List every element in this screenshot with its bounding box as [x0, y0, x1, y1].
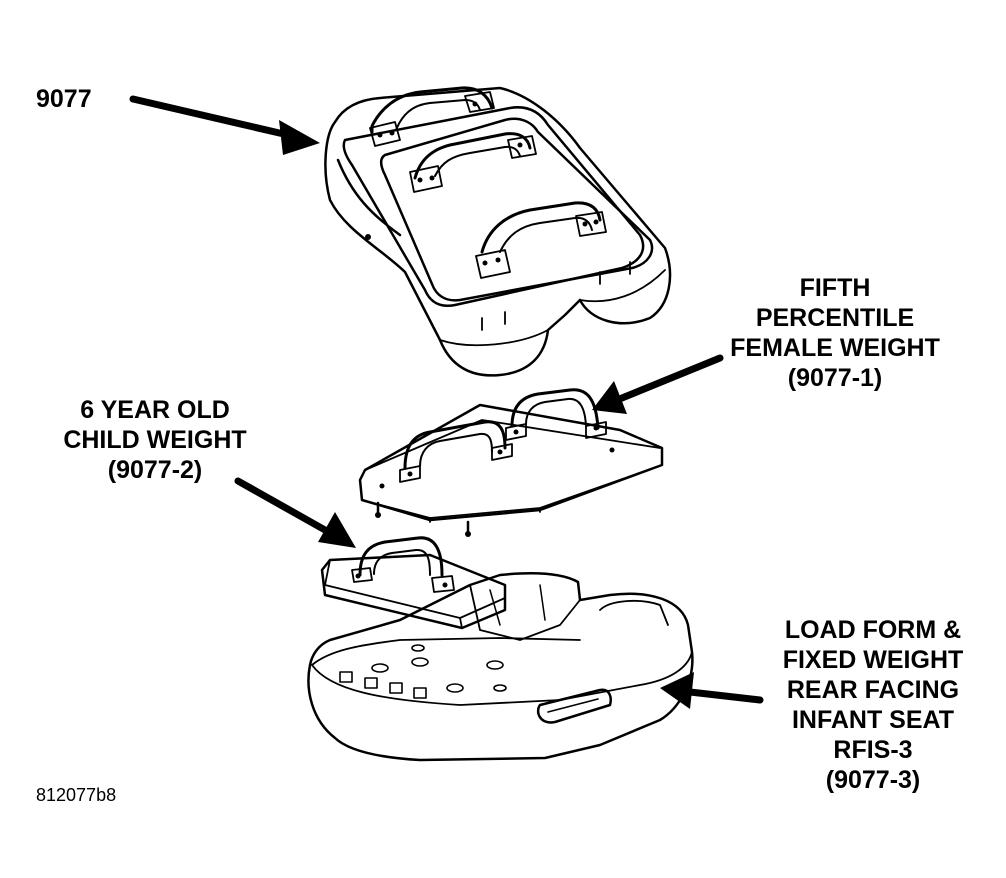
arrow-six-year-old	[234, 477, 356, 548]
fifth-percentile-weight-plate	[358, 388, 664, 537]
label-six-year-old: 6 YEAR OLD CHILD WEIGHT (9077-2)	[45, 395, 265, 485]
label-line: (9077-1)	[787, 364, 883, 392]
figure-id: 812077b8	[36, 785, 117, 805]
load-form-base	[307, 572, 694, 762]
label-assembly: 9077	[36, 84, 92, 114]
assembled-weight-stack	[324, 86, 672, 377]
label-line: FEMALE WEIGHT	[730, 334, 940, 362]
label-line: PERCENTILE	[755, 304, 915, 332]
label-line: REAR FACING	[786, 676, 960, 704]
arrow-fifth-percentile	[592, 354, 724, 414]
label-line: INFANT SEAT	[791, 706, 955, 734]
label-line: CHILD WEIGHT	[63, 426, 247, 454]
arrow-load-form	[660, 672, 764, 709]
label-line: LOAD FORM &	[784, 616, 962, 644]
label-assembly-line: 9077	[36, 85, 92, 113]
label-line: RFIS-3	[833, 736, 913, 764]
label-line: (9077-3)	[825, 766, 921, 794]
label-line: (9077-2)	[107, 456, 203, 484]
child-weight-plate	[320, 536, 507, 630]
label-line: FIFTH	[799, 274, 871, 302]
label-fifth-percentile: FIFTH PERCENTILE FEMALE WEIGHT (9077-1)	[715, 273, 955, 393]
arrow-assembly	[129, 95, 320, 155]
label-load-form: LOAD FORM & FIXED WEIGHT REAR FACING INF…	[760, 615, 986, 795]
label-line: 6 YEAR OLD	[80, 396, 230, 424]
label-line: FIXED WEIGHT	[782, 646, 964, 674]
